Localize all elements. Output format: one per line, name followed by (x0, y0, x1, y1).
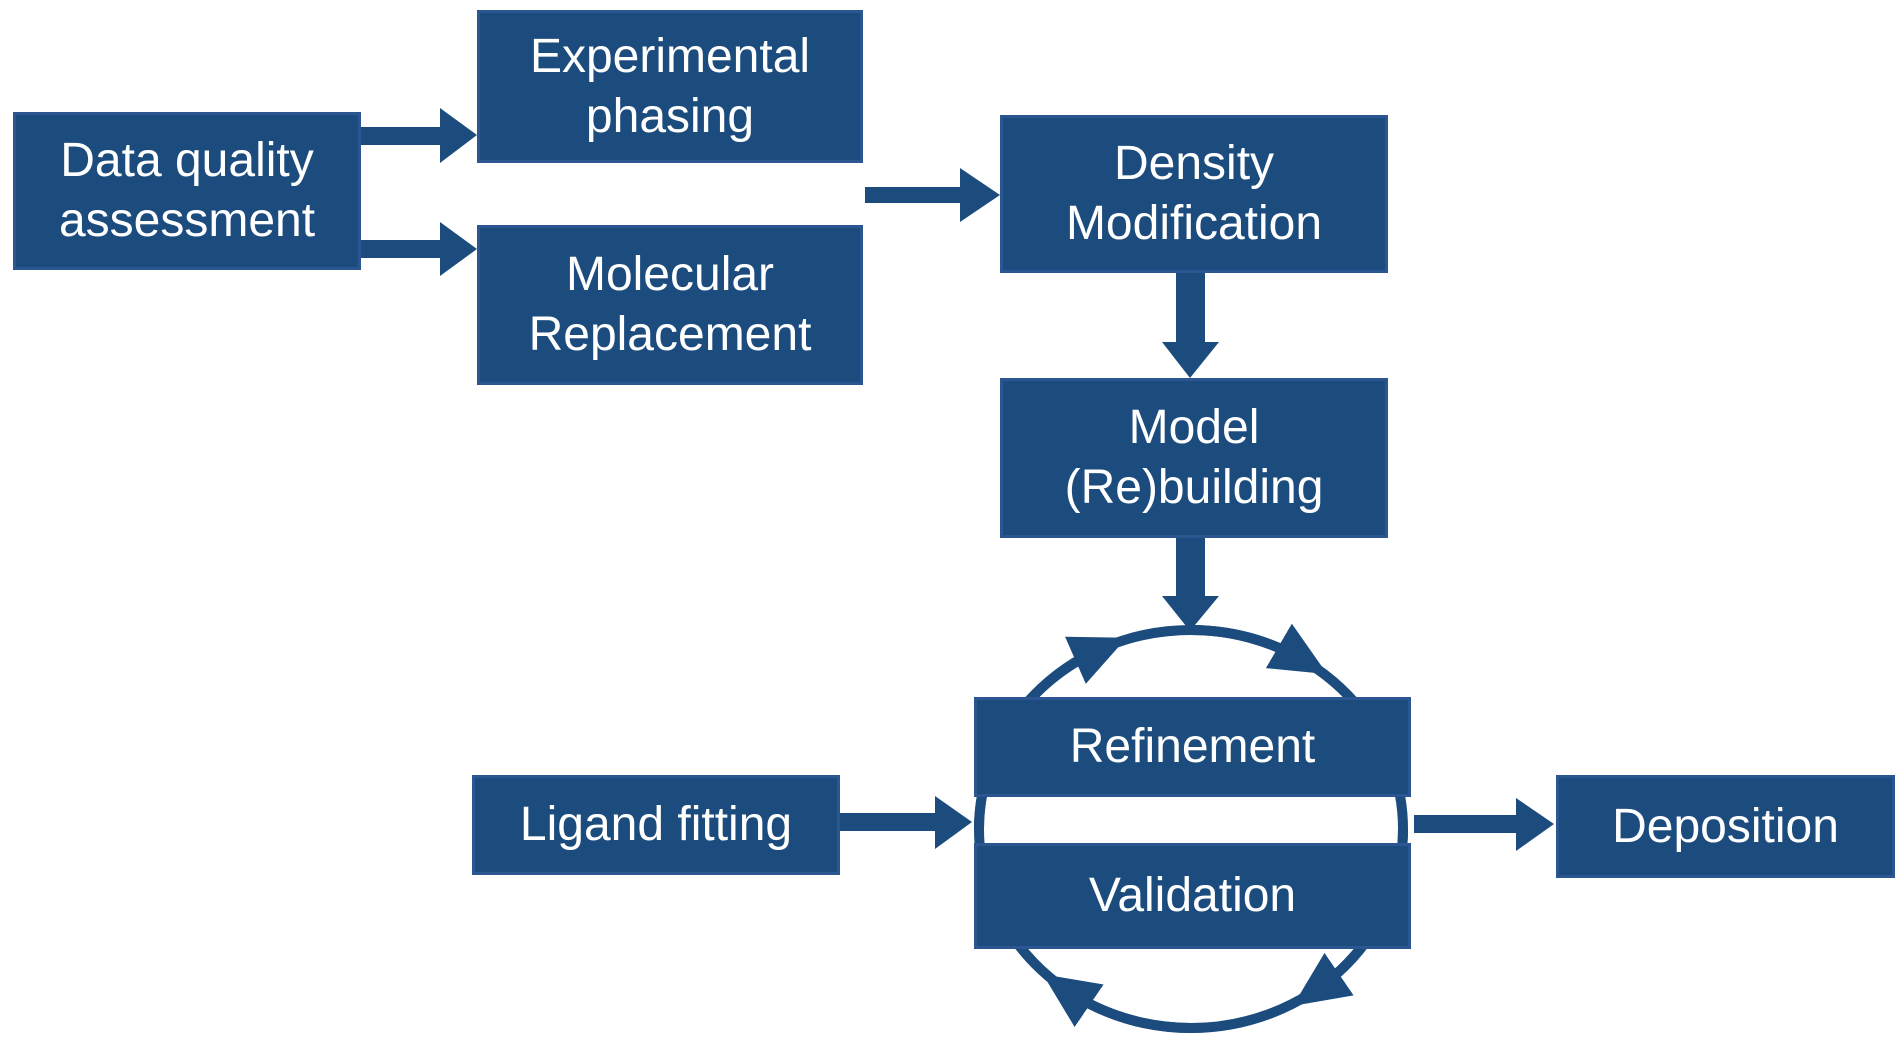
arrow-data-quality-to-molecular-replacement (361, 222, 477, 276)
node-molecular-replacement: Molecular Replacement (477, 225, 863, 385)
node-refinement: Refinement (974, 697, 1411, 797)
cycle-arrowhead-top-right-icon (1190, 623, 1328, 675)
arrow-density-modification-to-model-rebuilding (1162, 272, 1219, 378)
node-label-line: Molecular (565, 248, 775, 301)
node-label-line: Modification (1065, 197, 1323, 250)
node-label-line: Ligand fitting (519, 798, 793, 851)
node-label-line: phasing (585, 89, 755, 143)
node-label-line: Deposition (1612, 799, 1839, 853)
node-data-quality-assessment: Data quality assessment (13, 112, 361, 270)
arrow-ligand-fitting-to-cycle (840, 796, 972, 849)
node-validation: Validation (974, 843, 1411, 949)
node-label-line: assessment (58, 194, 316, 247)
node-label-line: Replacement (528, 308, 812, 361)
node-ligand-fitting: Ligand fitting (472, 775, 840, 875)
node-label-line: Validation (1088, 869, 1297, 922)
node-density-modification: Density Modification (1000, 115, 1388, 273)
node-label-line: Density (1113, 137, 1275, 190)
arrow-model-rebuilding-to-cycle (1162, 538, 1219, 631)
node-label-line: (Re)building (1064, 461, 1324, 514)
node-label-line: Data quality (60, 134, 314, 187)
cycle-arrowhead-bottom-left-icon (1042, 974, 1192, 1034)
arrow-data-quality-to-experimental-phasing (361, 108, 477, 163)
node-label-line: Model (1128, 401, 1260, 454)
node-model-rebuilding: Model (Re)building (1000, 378, 1388, 538)
node-label-line: Experimental (529, 29, 811, 83)
arrow-cycle-to-deposition (1414, 798, 1554, 851)
node-label-line: Refinement (1069, 720, 1316, 773)
node-deposition: Deposition (1556, 775, 1895, 878)
node-experimental-phasing: Experimental phasing (477, 10, 863, 163)
arrow-phasing-to-density-modification (865, 168, 1000, 222)
